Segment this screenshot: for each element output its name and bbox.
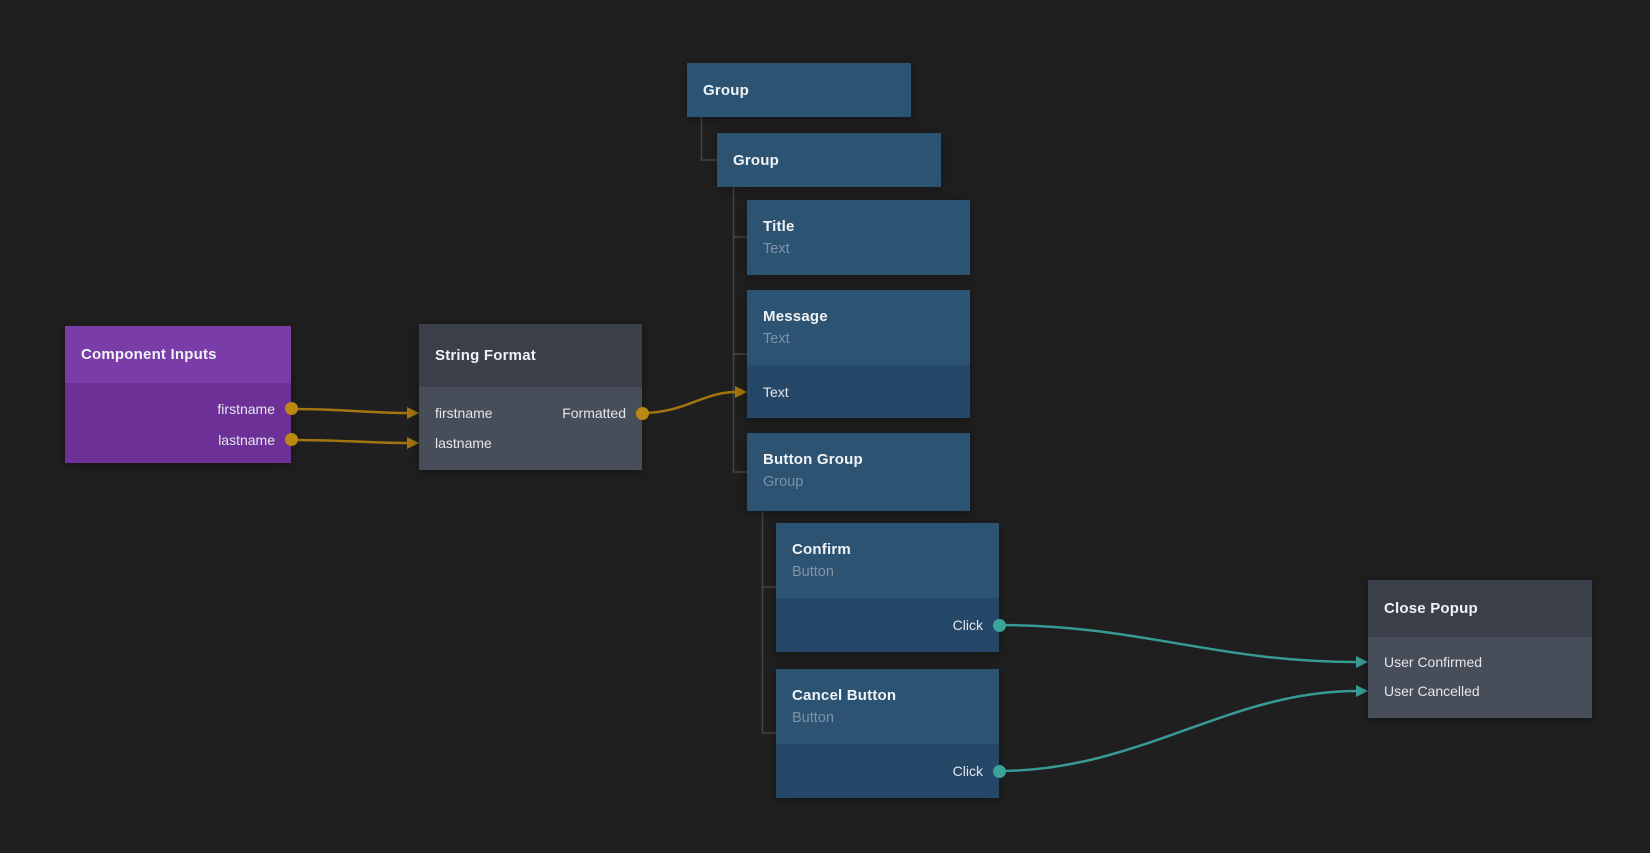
node-title: Button Group xyxy=(763,451,863,468)
node-confirm[interactable]: Confirm Button Click xyxy=(776,523,1006,652)
wire-arrowhead xyxy=(1356,685,1368,697)
node-title: Cancel Button xyxy=(792,687,897,704)
node-ports: User Confirmed User Cancelled xyxy=(1368,637,1592,718)
port-input-lastname[interactable]: lastname xyxy=(435,435,492,451)
node-ports: Click xyxy=(776,598,1006,652)
node-header: String Format xyxy=(419,324,642,387)
wire-arrowhead xyxy=(407,407,419,419)
port-row-firstname-formatted: firstname Formatted xyxy=(419,398,649,428)
hierarchy-line-group1-group2 xyxy=(700,117,717,161)
port-output-firstname[interactable]: firstname xyxy=(65,393,298,424)
port-output-formatted[interactable]: Formatted xyxy=(562,405,626,421)
node-string-format[interactable]: String Format firstname Formatted lastna… xyxy=(419,324,649,470)
node-title: String Format xyxy=(435,347,536,364)
node-title: Group xyxy=(703,81,749,99)
wire-arrowhead xyxy=(407,437,419,449)
node-group-child[interactable]: Group xyxy=(717,133,941,187)
node-header: Button Group Group xyxy=(747,433,970,511)
node-subtitle: Text xyxy=(763,241,790,257)
node-title: Title xyxy=(763,218,795,235)
node-component-inputs[interactable]: Component Inputs firstname lastname xyxy=(65,326,298,463)
port-input-user-cancelled[interactable]: User Cancelled xyxy=(1384,682,1480,699)
wire-lastname[interactable] xyxy=(290,437,419,449)
output-connector-dot[interactable] xyxy=(993,764,1006,778)
port-input-text[interactable]: Text xyxy=(763,384,789,400)
port-output-lastname[interactable]: lastname xyxy=(65,424,298,455)
node-subtitle: Button xyxy=(792,710,834,726)
node-subtitle: Group xyxy=(763,474,804,490)
output-connector-dot[interactable] xyxy=(636,406,649,420)
node-header: Confirm Button xyxy=(776,523,999,598)
output-connector-dot[interactable] xyxy=(285,402,298,415)
node-button-group[interactable]: Button Group Group xyxy=(747,433,970,511)
node-ports: Click xyxy=(776,744,1006,798)
node-ports: Text xyxy=(747,365,970,418)
node-title: Message xyxy=(763,308,828,325)
wire-cancel-click[interactable] xyxy=(998,685,1368,773)
node-message[interactable]: Message Text Text xyxy=(747,290,970,418)
hierarchy-line-group2-children xyxy=(732,187,747,473)
wire-formatted-to-text[interactable] xyxy=(641,386,747,415)
node-ports: firstname Formatted lastname xyxy=(419,387,649,470)
node-title: Close Popup xyxy=(1384,600,1478,617)
node-group-root[interactable]: Group xyxy=(687,63,911,117)
node-cancel-button[interactable]: Cancel Button Button Click xyxy=(776,669,1006,798)
wire-arrowhead xyxy=(1356,656,1368,668)
node-header: Component Inputs xyxy=(65,326,291,383)
node-title-text[interactable]: Title Text xyxy=(747,200,970,275)
node-title: Confirm xyxy=(792,541,851,558)
wire-confirm-click[interactable] xyxy=(998,623,1368,668)
port-input-user-confirmed[interactable]: User Confirmed xyxy=(1384,653,1483,670)
node-close-popup[interactable]: Close Popup User Confirmed User Cancelle… xyxy=(1368,580,1592,718)
port-output-click[interactable]: Click xyxy=(776,610,1006,640)
wire-firstname[interactable] xyxy=(290,407,419,419)
node-header: Group xyxy=(717,133,941,187)
port-output-click[interactable]: Click xyxy=(776,756,1006,786)
node-header: Group xyxy=(687,63,911,117)
output-connector-dot[interactable] xyxy=(285,433,298,446)
node-subtitle: Text xyxy=(763,331,790,347)
node-header: Message Text xyxy=(747,290,970,365)
output-connector-dot[interactable] xyxy=(993,618,1006,632)
node-header: Cancel Button Button xyxy=(776,669,999,744)
wire-arrowhead xyxy=(735,386,747,398)
node-ports: firstname lastname xyxy=(65,383,298,463)
node-header: Title Text xyxy=(747,200,970,275)
node-title: Group xyxy=(733,151,779,169)
node-header: Close Popup xyxy=(1368,580,1592,637)
hierarchy-line-buttongroup-children xyxy=(761,511,776,734)
node-subtitle: Button xyxy=(792,564,834,580)
port-input-firstname[interactable]: firstname xyxy=(435,405,493,421)
node-title: Component Inputs xyxy=(81,346,217,363)
